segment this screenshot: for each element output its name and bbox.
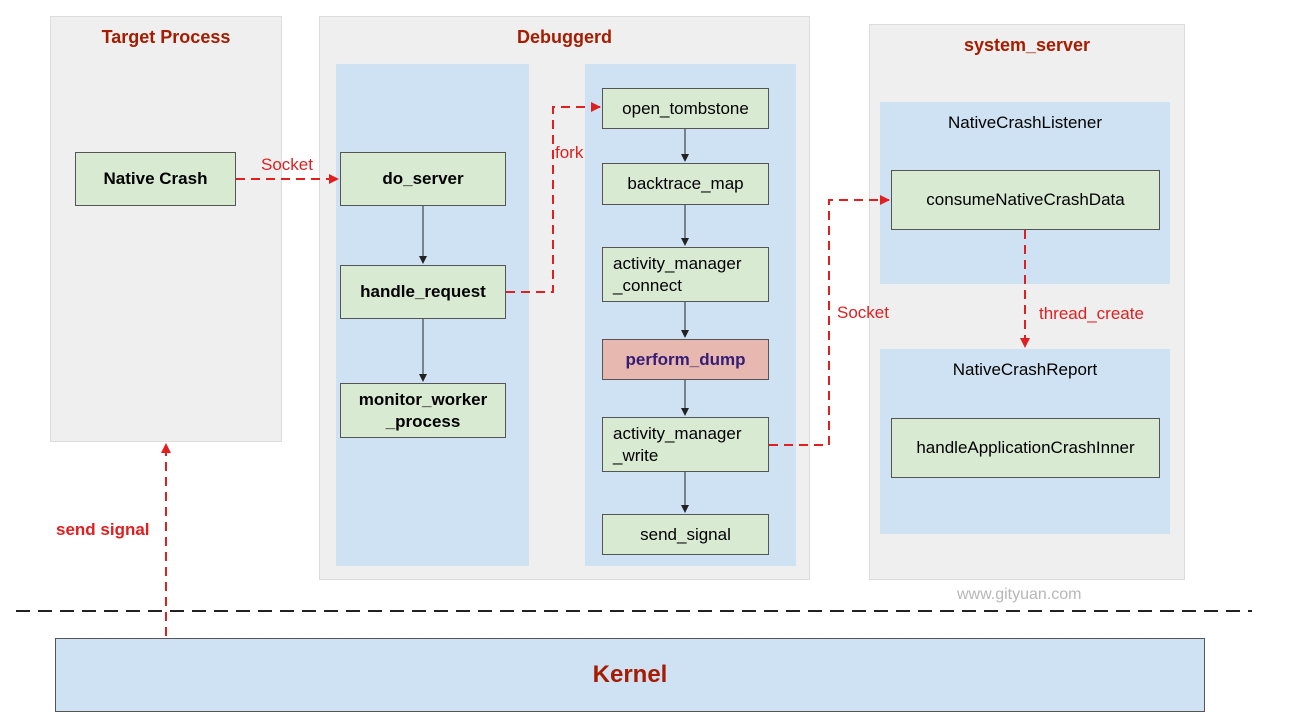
activity-manager-connect-node: activity_manager _connect [602,247,769,302]
target-process-panel [50,16,282,442]
send-signal-node: send_signal [602,514,769,555]
native-crash-node: Native Crash [75,152,236,206]
monitor-worker-process-node: monitor_worker _process [340,383,506,438]
perform-dump-node: perform_dump [602,339,769,380]
socket-label-2: Socket [837,303,889,322]
native-crash-listener-title: NativeCrashListener [947,113,1102,132]
fork-label: fork [555,143,584,162]
open-tombstone-node: open_tombstone [602,88,769,129]
debuggerd-worker-lane [585,64,796,566]
socket-label-1: Socket [261,155,313,174]
watermark: www.gityuan.com [957,586,1082,603]
handle-application-crash-inner-node: handleApplicationCrashInner [891,418,1160,478]
native-crash-report-title: NativeCrashReport [952,360,1098,379]
activity-manager-write-node: activity_manager _write [602,417,769,472]
debuggerd-title: Debuggerd [516,27,612,47]
do-server-node: do_server [340,152,506,206]
handle-request-node: handle_request [340,265,506,319]
system-server-title: system_server [963,35,1091,55]
kernel-bar: Kernel [55,638,1205,712]
backtrace-map-node: backtrace_map [602,163,769,205]
send-signal-label: send signal [56,520,150,539]
target-process-title: Target Process [101,27,231,47]
thread-create-label: thread_create [1039,304,1144,323]
consume-native-crash-data-node: consumeNativeCrashData [891,170,1160,230]
